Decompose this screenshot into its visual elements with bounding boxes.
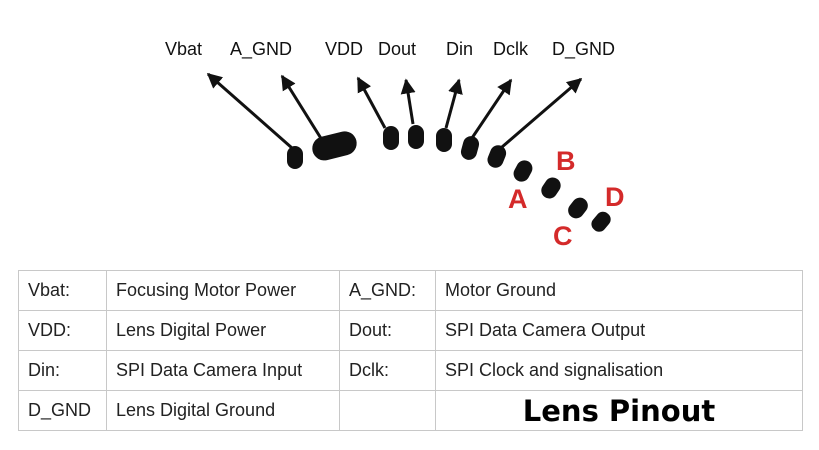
pad-c — [568, 197, 588, 219]
pad-dclk — [460, 136, 480, 160]
pin-name-cell: A_GND: — [339, 270, 436, 311]
pin-description-cell: Lens Digital Ground — [106, 390, 340, 431]
aux-label-d: D — [605, 182, 625, 212]
pin-name-cell: Dout: — [339, 310, 436, 351]
arrow-dout — [400, 78, 416, 125]
pin-description-cell: Lens Digital Power — [106, 310, 340, 351]
aux-label-b: B — [556, 146, 576, 176]
pin-label-din: Din — [446, 39, 473, 59]
pinout-table: Vbat: Focusing Motor Power A_GND: Motor … — [18, 270, 803, 431]
aux-label-c: C — [553, 221, 573, 251]
pin-label-dclk: Dclk — [493, 39, 529, 59]
diagram-title: Lens Pinout — [435, 390, 803, 431]
pad-vdd — [383, 126, 399, 150]
pin-name-cell: Vbat: — [18, 270, 107, 311]
table-row: Vbat: Focusing Motor Power A_GND: Motor … — [18, 270, 803, 311]
lens-pinout-diagram: Vbat A_GND VDD Dout Din Dclk D_GND A B C… — [165, 39, 625, 251]
pin-label-vbat: Vbat — [165, 39, 202, 59]
table-row: Din: SPI Data Camera Input Dclk: SPI Clo… — [18, 350, 803, 391]
pad-dout — [408, 125, 424, 149]
pin-label-dout: Dout — [378, 39, 416, 59]
pin-name-cell: Dclk: — [339, 350, 436, 391]
pin-description-cell: Motor Ground — [435, 270, 803, 311]
arrow-d-gnd — [501, 77, 583, 149]
pin-name-cell: D_GND — [18, 390, 107, 431]
table-row: D_GND Lens Digital Ground Lens Pinout — [18, 390, 803, 431]
pin-description-cell: SPI Clock and signalisation — [435, 350, 803, 391]
arrow-din — [444, 78, 463, 129]
pin-description-cell: SPI Data Camera Output — [435, 310, 803, 351]
pad-a-gnd — [312, 131, 357, 161]
pad-din — [436, 128, 452, 152]
pin-label-vdd: VDD — [325, 39, 363, 59]
pin-label-d-gnd: D_GND — [552, 39, 615, 60]
pad-a — [513, 160, 533, 182]
pad-vbat — [287, 146, 303, 169]
empty-cell — [339, 390, 436, 431]
pin-name-cell: VDD: — [18, 310, 107, 351]
pin-label-a-gnd: A_GND — [230, 39, 292, 60]
pad-d — [591, 211, 611, 232]
arrow-vdd — [356, 76, 387, 129]
arrow-vbat — [206, 72, 293, 150]
pad-d-gnd — [487, 145, 507, 168]
pin-name-cell: Din: — [18, 350, 107, 391]
arrow-a-gnd — [280, 74, 324, 141]
table-row: VDD: Lens Digital Power Dout: SPI Data C… — [18, 310, 803, 351]
aux-label-a: A — [508, 184, 528, 214]
arrow-dclk — [470, 78, 513, 139]
pin-description-cell: Focusing Motor Power — [106, 270, 340, 311]
pad-b — [541, 177, 561, 199]
pin-description-cell: SPI Data Camera Input — [106, 350, 340, 391]
